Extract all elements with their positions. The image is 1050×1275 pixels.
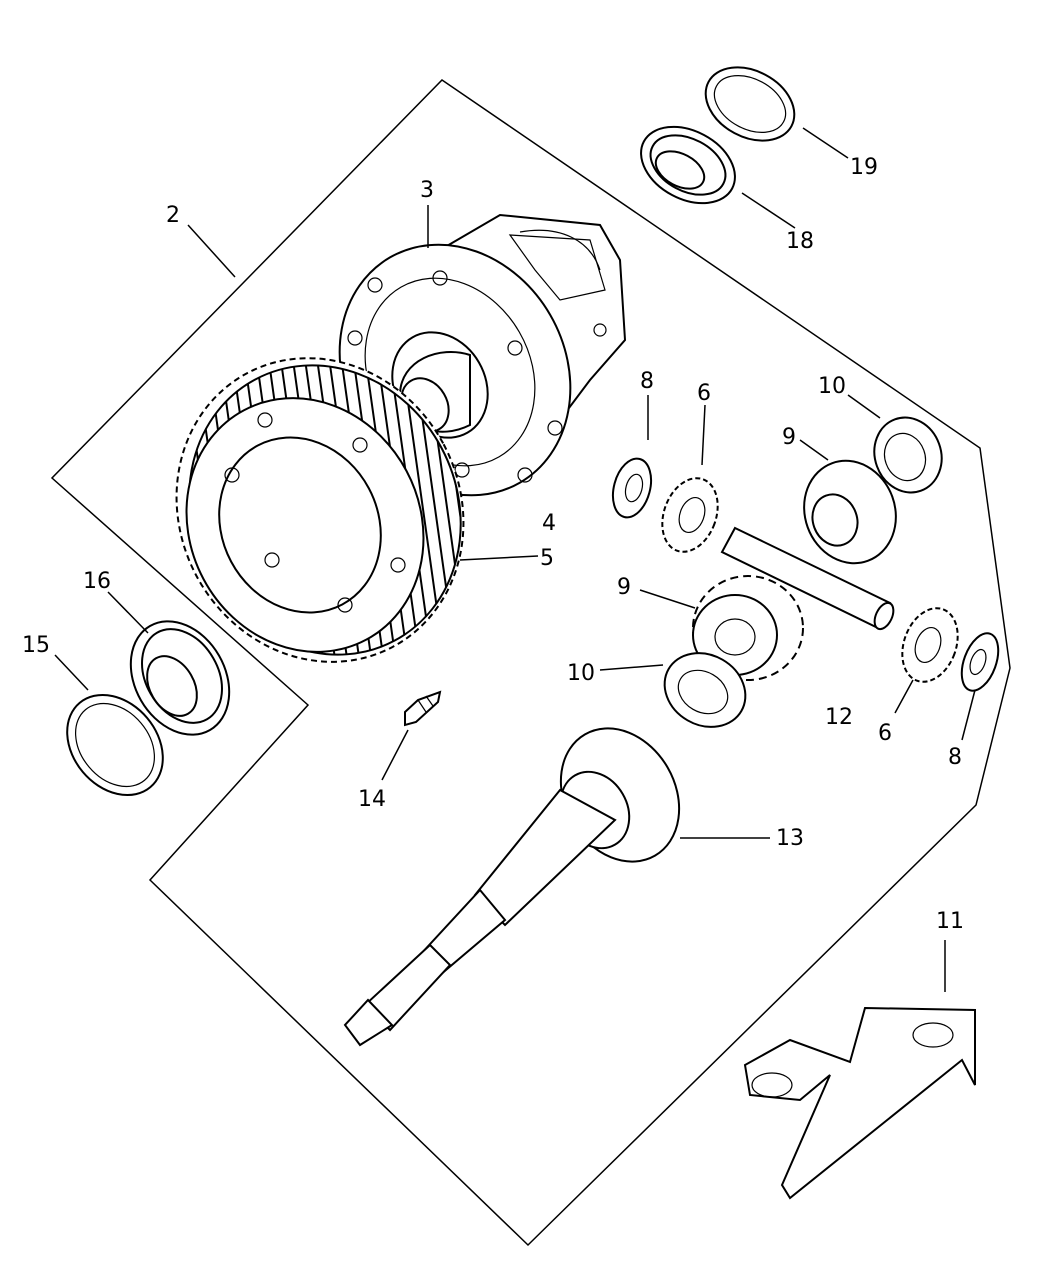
label-9-lower: 9 <box>617 575 631 600</box>
label-15: 15 <box>22 633 50 658</box>
bracket-11 <box>743 1006 976 1200</box>
label-16: 16 <box>83 569 111 594</box>
stud-14 <box>404 690 442 727</box>
cone-bearing-18 <box>640 125 736 205</box>
label-8-upper: 8 <box>640 369 654 394</box>
label-8-lower: 8 <box>948 745 962 770</box>
label-9-upper: 9 <box>782 425 796 450</box>
label-6-lower: 6 <box>878 721 892 746</box>
side-gear-washer-10-upper <box>873 416 943 494</box>
label-12: 12 <box>825 705 853 730</box>
label-6-upper: 6 <box>697 381 711 406</box>
callout-labels: 2 3 4 5 8 6 10 9 9 10 12 6 8 11 13 14 15… <box>22 155 964 934</box>
side-gear-washer-10-lower <box>663 652 747 728</box>
label-5: 5 <box>540 546 554 571</box>
label-4: 4 <box>542 511 556 536</box>
label-14: 14 <box>358 787 386 812</box>
label-11: 11 <box>936 909 964 934</box>
pinion-gear-6-lower <box>901 607 959 683</box>
label-19: 19 <box>850 155 878 180</box>
pinion-gear-6-upper <box>661 477 719 553</box>
label-3: 3 <box>420 178 434 203</box>
thrust-washer-8-upper <box>611 457 653 519</box>
cross-shaft-12 <box>720 526 895 631</box>
bearing-cup-19 <box>704 66 796 142</box>
bearing-cup-15 <box>66 693 164 797</box>
label-10-upper: 10 <box>818 374 846 399</box>
leader-lines <box>54 127 976 992</box>
cone-bearing-16 <box>129 620 231 736</box>
label-13: 13 <box>776 826 804 851</box>
label-2: 2 <box>166 203 180 228</box>
label-10-lower: 10 <box>567 661 595 686</box>
thrust-washer-8-lower <box>960 632 1000 692</box>
assembly-outline <box>50 79 1011 1247</box>
pinion-shaft-13 <box>343 727 681 1047</box>
ring-gear-5 <box>175 357 465 663</box>
side-gear-9-upper <box>803 459 897 565</box>
label-18: 18 <box>786 229 814 254</box>
differential-case-3 <box>338 213 627 497</box>
